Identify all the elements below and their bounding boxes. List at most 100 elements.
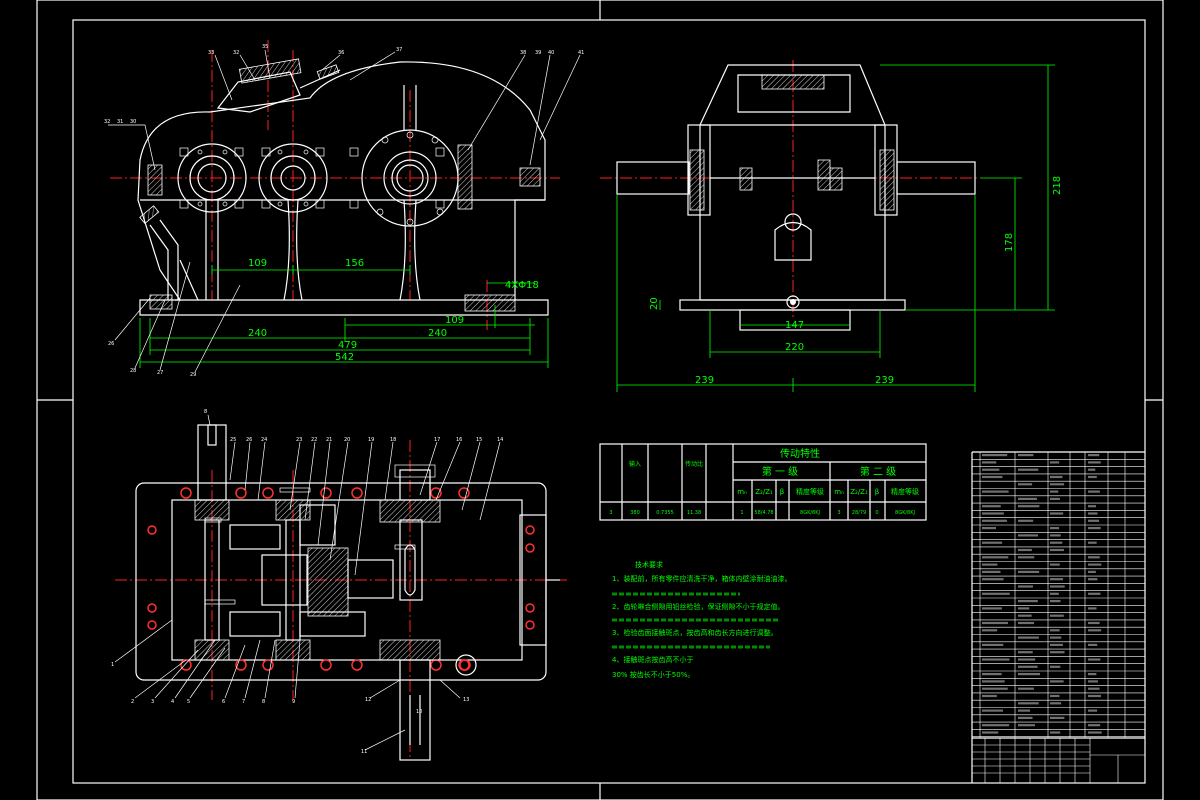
balloon-plan-16: 16 xyxy=(456,437,462,443)
parts-list-entry xyxy=(1088,570,1096,573)
parts-list-entry xyxy=(1018,621,1035,625)
parts-list-entry xyxy=(1050,731,1061,734)
parts-list-entry xyxy=(1088,607,1097,610)
table-head-mn2: mₙ xyxy=(834,488,844,496)
parts-list-entry xyxy=(1018,607,1030,610)
balloon-left-26: 26 xyxy=(108,341,114,347)
parts-list-entry xyxy=(1050,483,1065,486)
parts-list-entry xyxy=(1050,534,1061,537)
parts-list-entry xyxy=(1018,497,1037,500)
parts-list-entry xyxy=(1018,519,1034,522)
parts-list-entry xyxy=(1088,541,1097,544)
parts-list-entry xyxy=(1050,651,1065,654)
table-head-input: 输入 xyxy=(629,460,641,468)
parts-list-entry xyxy=(1088,468,1096,471)
dim-109b: 109 xyxy=(445,315,464,326)
parts-list-entry xyxy=(1018,687,1034,690)
dim-239b: 239 xyxy=(875,375,894,386)
plan-balloons: 8 25 26 24 23 22 21 20 19 18 17 16 15 14… xyxy=(111,409,503,755)
dim-156: 156 xyxy=(345,258,364,269)
parts-list-entry xyxy=(1088,673,1097,676)
balloon-plan-b9: 9 xyxy=(292,699,295,705)
table-cell-power: 3 xyxy=(609,510,612,516)
parts-list-entry xyxy=(1018,585,1033,588)
parts-list-entry xyxy=(1088,680,1098,683)
table-title: 传动特性 xyxy=(780,447,820,460)
table-head-ratio: 传动比 xyxy=(685,460,703,468)
technical-notes: 技术要求 1、装配前，所有零件应清洗干净，箱体内壁涂耐油油漆。 2、齿轮啉合侧隙… xyxy=(612,560,791,679)
balloon-plan-8: 8 xyxy=(204,409,207,415)
drawing-frame xyxy=(36,0,1164,800)
dim-240a: 240 xyxy=(248,328,267,339)
table-head-b1: β xyxy=(780,488,784,496)
parts-list-entry xyxy=(982,512,1004,515)
dim-479: 479 xyxy=(338,340,357,351)
parts-list-entry xyxy=(1018,673,1040,676)
parts-list-entry xyxy=(1018,724,1035,727)
parts-list-entry xyxy=(1018,468,1039,471)
table-cell-speed: 380 xyxy=(630,510,640,516)
parts-list-entry xyxy=(1018,505,1040,508)
balloon-plan-b6: 6 xyxy=(222,699,225,705)
parts-list-entry xyxy=(1018,702,1039,705)
parts-list-entry xyxy=(1050,600,1061,603)
balloon-41: 41 xyxy=(578,50,584,56)
parts-list-entry xyxy=(1050,527,1059,530)
balloon-left-27: 27 xyxy=(157,370,163,376)
dim-178: 178 xyxy=(1004,233,1015,252)
balloon-plan-19: 19 xyxy=(368,437,374,443)
balloon-plan-17: 17 xyxy=(434,437,440,443)
parts-list-entry xyxy=(1088,643,1098,646)
balloon-left-32: 32 xyxy=(104,119,110,125)
balloon-plan-b11: 11 xyxy=(361,749,367,755)
balloon-plan-13: 13 xyxy=(463,697,469,703)
table-cell-ratio: 11.38 xyxy=(687,510,701,516)
table-cell-mn1: 1 xyxy=(740,510,743,516)
parts-list-entry xyxy=(1050,512,1064,515)
parts-list-entry xyxy=(1018,658,1036,661)
parts-list-entry xyxy=(982,694,997,698)
parts-list-entry xyxy=(982,658,1010,661)
parts-list-entry xyxy=(1018,665,1038,668)
balloon-plan-22: 22 xyxy=(311,437,317,443)
parts-list-entry xyxy=(982,621,1009,625)
parts-list-entry xyxy=(1050,490,1059,493)
balloon-plan-b5: 5 xyxy=(187,699,190,705)
table-head-z1: Z₂/Z₁ xyxy=(755,488,773,496)
balloon-plan-14: 14 xyxy=(497,437,503,443)
parts-list-entry xyxy=(1018,534,1039,537)
parts-list-entry xyxy=(982,505,1001,508)
parts-list-entry xyxy=(1050,629,1060,632)
parts-list-entry xyxy=(1088,592,1101,595)
parts-list-entry xyxy=(1050,702,1062,705)
balloon-plan-b10: 10 xyxy=(416,709,422,715)
table-cell-b2: 0 xyxy=(875,510,878,516)
balloon-38: 38 xyxy=(520,50,526,56)
notes-line-2: 2、齿轮啉合侧隙用铅丝检验，保证侧隙不小于规定值。 xyxy=(612,602,784,611)
parts-list-entry xyxy=(1088,556,1100,559)
balloon-39: 39 xyxy=(535,50,541,56)
balloon-plan-20: 20 xyxy=(344,437,350,443)
balloon-35: 35 xyxy=(262,44,268,50)
parts-list-entry xyxy=(1088,563,1102,566)
balloon-left-29: 29 xyxy=(190,372,196,378)
balloon-left-31: 31 xyxy=(117,119,123,125)
parts-list-entry xyxy=(1018,651,1033,654)
parts-list-entry xyxy=(982,673,1002,676)
balloon-left-28: 28 xyxy=(130,368,136,374)
parts-list-entry xyxy=(1088,527,1101,530)
parts-list-entry xyxy=(982,687,1008,690)
balloon-plan-b4: 4 xyxy=(171,699,174,705)
balloon-plan-b3: 3 xyxy=(151,699,154,705)
parts-list-entry xyxy=(982,541,1003,544)
parts-list xyxy=(971,451,1146,783)
table-head-b2: β xyxy=(875,488,879,496)
parts-list-entry xyxy=(982,643,1004,646)
parts-list-entry xyxy=(1018,570,1040,573)
balloon-plan-23: 23 xyxy=(296,437,302,443)
parts-list-entry xyxy=(982,709,1003,712)
parts-list-entry xyxy=(1050,541,1063,544)
parts-list-entry xyxy=(982,475,1003,479)
table-cell-acc1: 8GK/8KJ xyxy=(800,510,820,516)
dim-240b: 240 xyxy=(428,328,447,339)
